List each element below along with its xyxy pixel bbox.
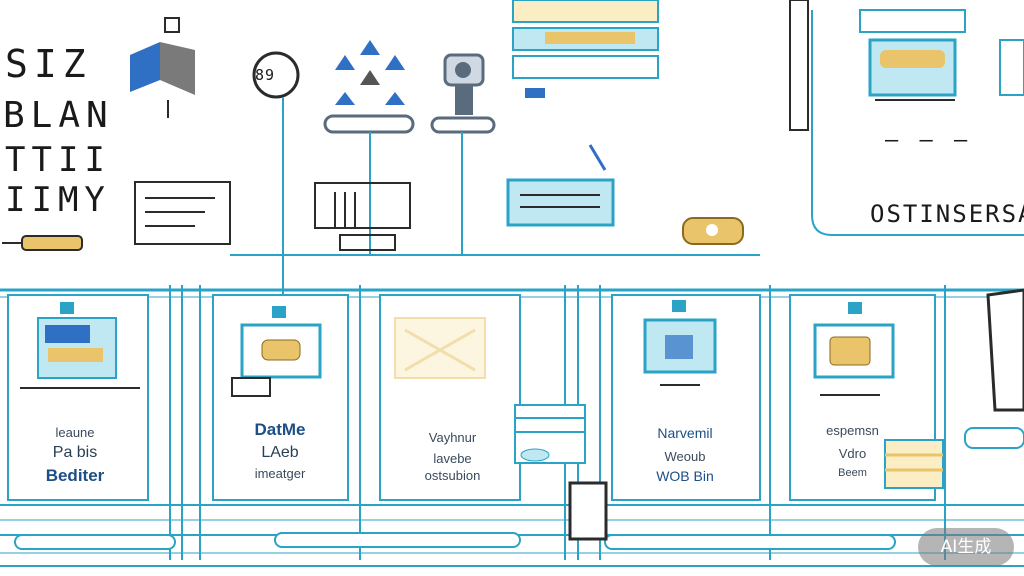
node-icon-label: 89 xyxy=(255,66,276,84)
glyph-row-2: BLAN xyxy=(3,95,114,136)
panel-2-line-3: imeatger xyxy=(254,466,306,481)
panel-1-line-1: leaune xyxy=(55,425,95,440)
panel-2-text: DatMe LAeb imeatger xyxy=(225,420,335,481)
left-cable-icon xyxy=(2,235,83,251)
panel-1-text: leaune Pa bis Bediter xyxy=(15,425,135,486)
terminal-document-icon xyxy=(506,144,615,227)
panel-2-line-2: LAeb xyxy=(261,444,299,461)
stacked-card-icons xyxy=(512,0,659,98)
panel-3-line-2: lavebe xyxy=(433,451,472,466)
round-node-icon xyxy=(252,51,300,295)
panel-3-line-1: Vayhnur xyxy=(428,430,477,445)
panel-4-line-1: Narvemil xyxy=(657,425,713,441)
panel-5-text: espemsn Vdro Beem xyxy=(800,423,905,479)
panel-4-line-3: WOB Bin xyxy=(656,468,714,484)
right-bracket-icon xyxy=(964,288,1024,449)
panel-2-line-1: DatMe xyxy=(254,420,306,439)
glyph-row-4: IIMY xyxy=(5,180,111,220)
panel-5-line-1: espemsn xyxy=(826,423,879,438)
machine-unit-icon xyxy=(859,9,1024,101)
panel-2-monitor-illustration xyxy=(231,306,322,397)
network-tree-icon xyxy=(323,40,415,255)
panel-5-monitor-illustration xyxy=(813,302,944,489)
panel-5-line-2: Vdro xyxy=(838,446,867,461)
panel-4-text: Narvemil Weoub WOB Bin xyxy=(625,425,745,484)
top-right-caption: OSTINSERSA xyxy=(870,200,1024,228)
panel-1-line-3: Bediter xyxy=(45,466,105,485)
panel-3-line-3: ostsubion xyxy=(424,468,481,483)
panel-3-text: Vayhnur lavebe ostsubion xyxy=(395,430,510,483)
top-right-dashes: — — — xyxy=(885,128,972,153)
conduit-line xyxy=(789,0,1024,236)
cube-tool-icon xyxy=(130,17,195,118)
panel-3-sketch-illustration xyxy=(394,317,486,379)
sketch-box-left xyxy=(134,181,411,251)
robot-icon xyxy=(430,53,496,255)
bottom-capsules xyxy=(14,481,896,550)
panel-4-line-2: Weoub xyxy=(664,449,706,464)
panel-4-monitor-illustration xyxy=(643,300,717,386)
panel-5-line-3: Beem xyxy=(838,467,867,479)
ai-generated-badge: AI生成 xyxy=(918,528,1014,566)
panel-1-monitor-illustration xyxy=(20,302,140,389)
top-device-icons xyxy=(2,0,1024,550)
panel-1-line-2: Pa bis xyxy=(52,444,98,461)
telephone-icon xyxy=(682,217,744,245)
panel-3-server-box xyxy=(514,404,586,464)
glyph-row-1: SIZ xyxy=(5,42,92,86)
glyph-row-3: TTII xyxy=(5,140,111,180)
